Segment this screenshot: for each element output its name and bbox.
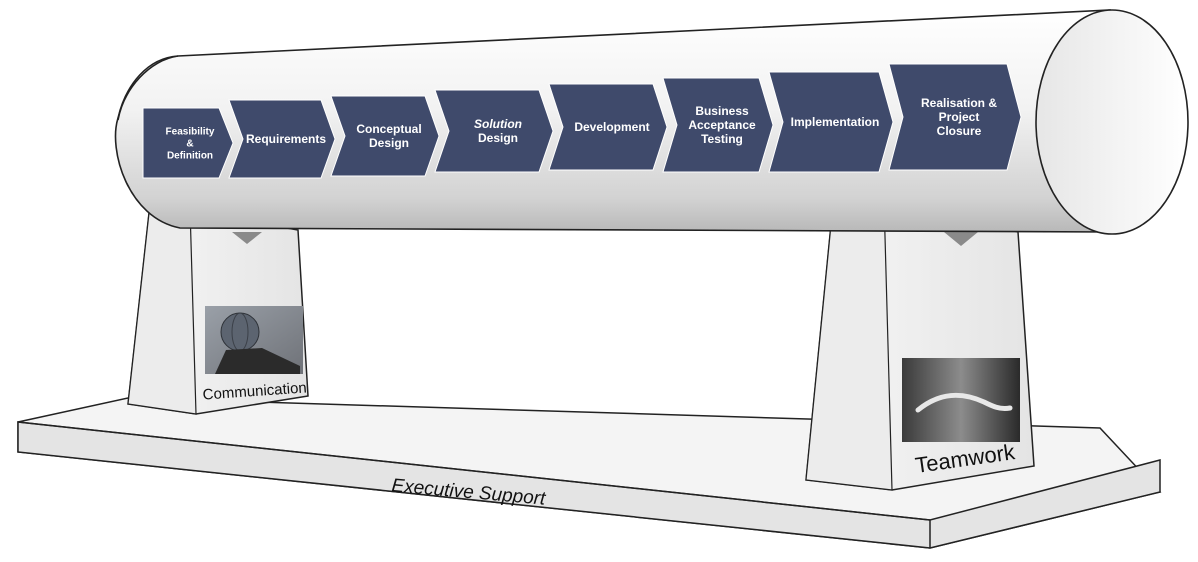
stage-2: Requirements — [228, 99, 336, 179]
right-support: Teamwork — [805, 193, 1035, 491]
left-support: Communication — [127, 203, 309, 415]
stage-label: Acceptance — [688, 118, 756, 132]
stage-label: Design — [369, 136, 409, 150]
stage-label: Solution — [474, 117, 522, 131]
stage-label: Business — [695, 104, 749, 118]
stage-label: & — [186, 139, 193, 150]
stage-label: Feasibility — [166, 127, 215, 138]
stage-5: Development — [548, 83, 668, 171]
stage-chevron — [142, 107, 234, 179]
stage-7: Implementation — [768, 71, 894, 173]
stage-1: Feasibility&Definition — [142, 107, 234, 179]
stage-label: Design — [478, 131, 518, 145]
stage-label: Definition — [167, 151, 213, 162]
stage-chevron — [228, 99, 336, 179]
stage-label: Conceptual — [356, 122, 421, 136]
pipe-end-cap — [1035, 9, 1189, 235]
handshake-icon — [902, 358, 1020, 442]
stage-list: Feasibility&Definition Requirements Concep… — [142, 63, 1022, 179]
stage-label: Development — [574, 120, 649, 134]
stage-chevron — [768, 71, 894, 173]
stage-chevron — [662, 77, 774, 173]
stage-chevron — [888, 63, 1022, 171]
stage-label: Testing — [701, 132, 743, 146]
stage-chevron — [548, 83, 668, 171]
stage-label: Realisation & — [921, 96, 997, 110]
stage-label: Project — [939, 110, 980, 124]
stage-chevron — [330, 95, 440, 177]
stage-label: Closure — [937, 124, 982, 138]
stage-chevron — [434, 89, 554, 173]
stage-label: Requirements — [246, 132, 326, 146]
stage-label: Implementation — [791, 115, 880, 129]
